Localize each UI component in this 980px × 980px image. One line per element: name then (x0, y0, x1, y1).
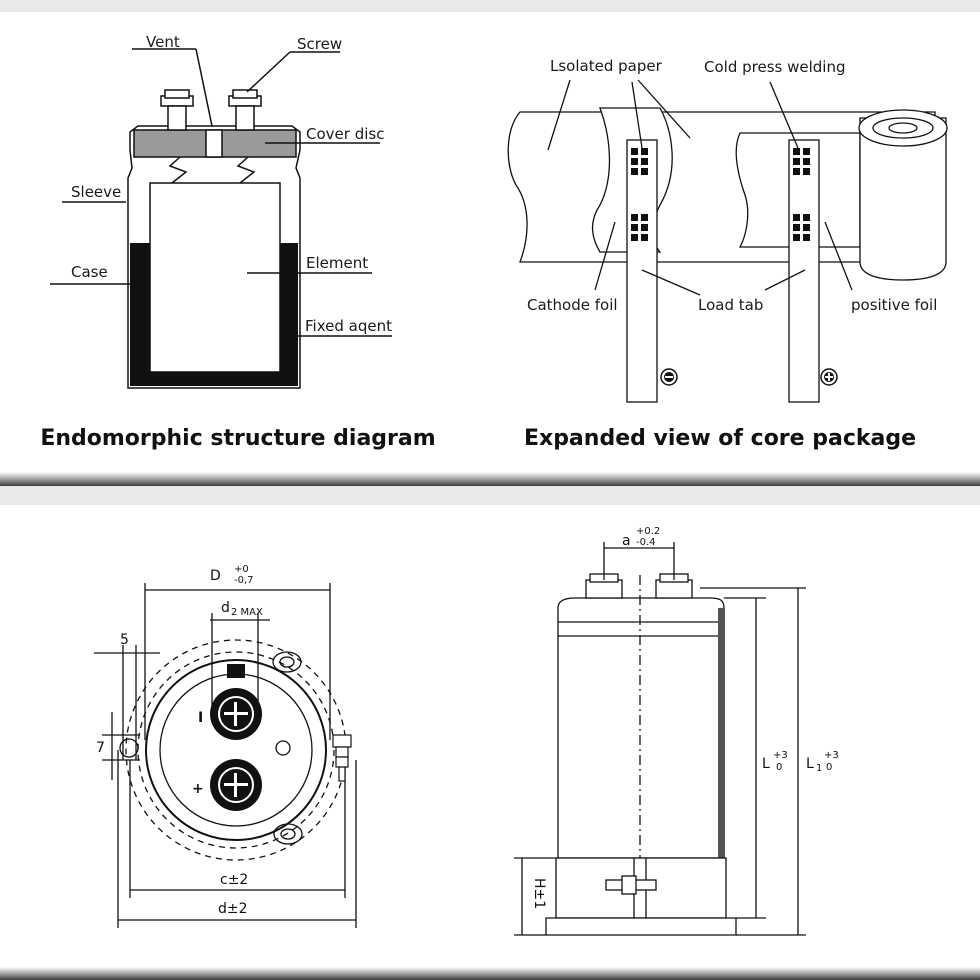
dim-a-tol-plus: +0.2 (636, 526, 660, 537)
dim-d2: d (221, 600, 230, 616)
negative-terminal-icon (210, 688, 262, 740)
label-isolated-paper: Lsolated paper (550, 57, 663, 75)
dim-L1-tol-plus: +3 (824, 750, 839, 761)
dim-L1: L (806, 756, 814, 772)
positive-terminal-icon (210, 759, 262, 811)
dim-H: H±1 (531, 878, 547, 909)
label-case: Case (71, 263, 108, 281)
dim-a: a (622, 533, 631, 549)
polarity-marker (227, 664, 245, 678)
dim-d: d±2 (218, 901, 248, 917)
minus-terminal-icon (660, 368, 678, 386)
label-load-tab: Load tab (698, 296, 763, 314)
label-screw: Screw (297, 35, 342, 53)
label-cover-disc: Cover disc (306, 125, 384, 143)
dim-7: 7 (96, 740, 105, 756)
dim-c: c±2 (220, 872, 248, 888)
internal-structure-diagram (50, 48, 392, 389)
caption-expanded-core: Expanded view of core package (524, 426, 916, 451)
welding-points-right (793, 148, 810, 241)
label-vent: Vent (146, 33, 180, 51)
welding-points-left (631, 148, 648, 241)
dim-L1-sub: 1 (816, 763, 822, 774)
dim-d2-sub: 2 MAX (231, 607, 263, 618)
dim-D-tol-minus: -0,7 (234, 575, 254, 586)
divider-band (0, 472, 980, 486)
divider-band (0, 967, 980, 980)
plus-terminal-icon (820, 368, 838, 386)
dim-L-tol-minus: 0 (776, 762, 782, 773)
minus-polarity-label: I (198, 710, 203, 726)
side-clamp-bolt (332, 734, 352, 782)
dim-L1-tol-minus: 0 (826, 762, 832, 773)
label-fixed-agent: Fixed aqent (305, 317, 392, 335)
side-view-drawing (514, 542, 806, 936)
dim-5: 5 (120, 632, 129, 648)
label-positive-foil: positive foil (851, 296, 937, 314)
dim-L: L (762, 756, 770, 772)
label-cold-press-welding: Cold press welding (704, 58, 845, 76)
dim-a-tol-minus: -0.4 (636, 537, 656, 548)
dim-D-tol-plus: +0 (234, 564, 249, 575)
dim-L-tol-plus: +3 (773, 750, 788, 761)
expanded-core-diagram (507, 79, 948, 403)
caption-internal-structure: Endomorphic structure diagram (40, 426, 435, 451)
dim-D: D (210, 568, 221, 584)
label-cathode-foil: Cathode foil (527, 296, 618, 314)
label-element: Element (306, 254, 368, 272)
plus-polarity-label: + (192, 781, 204, 797)
label-sleeve: Sleeve (71, 183, 121, 201)
